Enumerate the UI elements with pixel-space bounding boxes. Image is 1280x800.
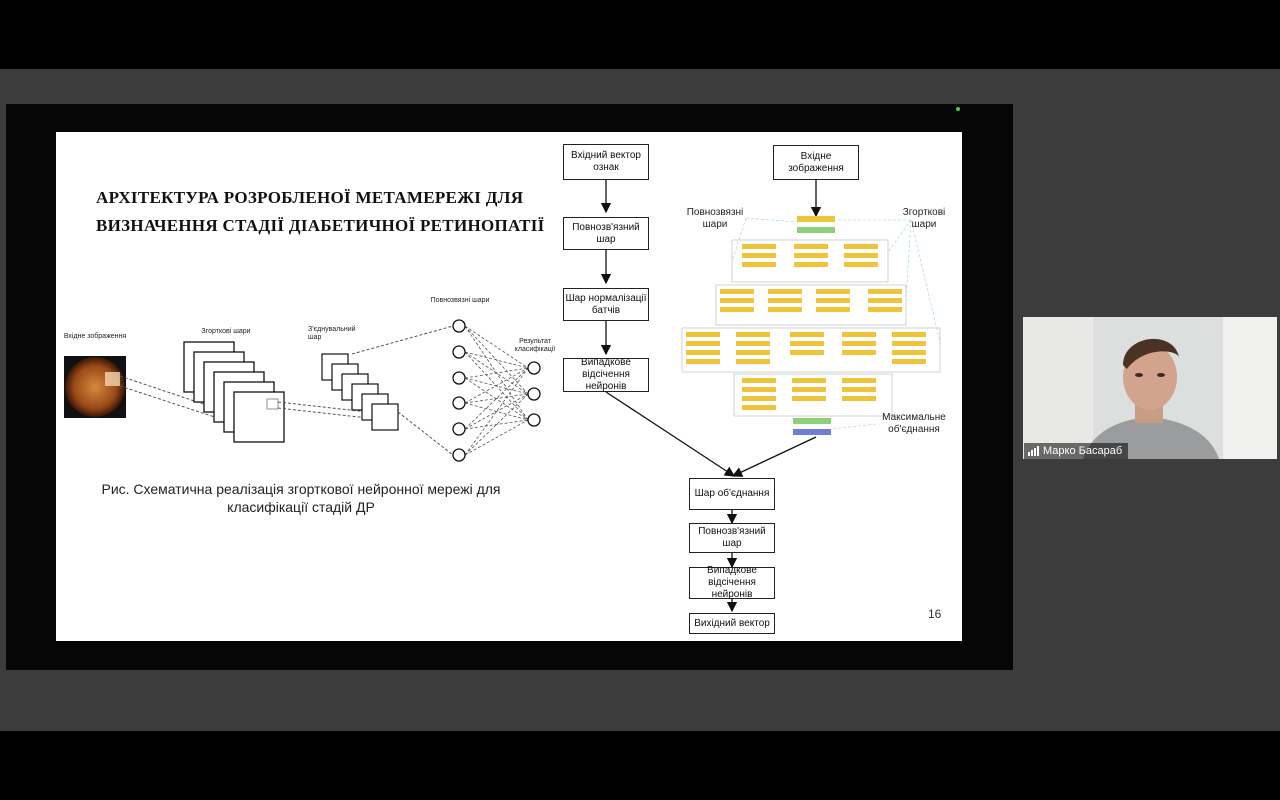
presentation-slide: АРХІТЕКТУРА РОЗРОБЛЕНОЇ МЕТАМЕРЕЖІ ДЛЯ В… <box>56 132 962 641</box>
active-speaker-indicator <box>956 107 960 111</box>
dropout-box-1: Випадкове відсічення нейронів <box>563 357 649 392</box>
conv-block <box>790 350 824 355</box>
dropout-box-2: Випадкове відсічення нейронів <box>689 565 775 600</box>
join-layer-label: З'єднувальний шар <box>308 326 356 341</box>
bottom-bar <box>0 731 1280 800</box>
conv-block <box>842 378 876 383</box>
conv-block <box>736 332 770 337</box>
conv-block <box>686 359 720 364</box>
fc-layers-label: Повнозвязні шари <box>430 297 490 304</box>
flow-arrows <box>600 180 822 613</box>
conv-block <box>686 332 720 337</box>
conv-block <box>868 289 902 294</box>
conv-block <box>892 332 926 337</box>
figure-caption: Рис. Схематична реалізація згорткової не… <box>96 480 506 516</box>
slide-title: АРХІТЕКТУРА РОЗРОБЛЕНОЇ МЕТАМЕРЕЖІ ДЛЯ В… <box>96 184 566 240</box>
conv-block <box>816 307 850 312</box>
conv-block <box>794 253 828 258</box>
participant-name: Марко Басараб <box>1043 445 1123 457</box>
blue-block-bottom <box>793 429 831 435</box>
inception-network <box>681 216 941 435</box>
retina-image <box>65 357 125 417</box>
conv-block <box>842 332 876 337</box>
conv-layer-stack <box>183 341 285 443</box>
input-vector-box: Вхідний вектор ознак <box>563 144 649 180</box>
conv-block <box>792 387 826 392</box>
conv-block <box>742 405 776 410</box>
conv-block <box>768 298 802 303</box>
conv-block <box>892 359 926 364</box>
caption-line-1: Рис. Схематична реалізація згорткової не… <box>101 481 501 497</box>
conv-block <box>892 341 926 346</box>
cnn-schematic <box>64 319 541 462</box>
diagram-canvas <box>64 180 941 613</box>
conv-block <box>720 307 754 312</box>
input-image-label: Вхідне зображення <box>63 333 127 340</box>
conv-block <box>742 396 776 401</box>
participant-video <box>1023 317 1277 459</box>
conv-layers-label: Згорткові шари <box>201 328 251 335</box>
conv-block <box>686 350 720 355</box>
fc-layers-annotation: Повнозвязні шари <box>686 207 744 230</box>
result-label: Результат класифікації <box>514 338 556 353</box>
fc-layer-box-2: Повнозв'язний шар <box>689 523 775 553</box>
green-block-bottom <box>793 418 831 424</box>
conv-block <box>816 289 850 294</box>
conv-blocks <box>686 244 926 410</box>
maxpool-annotation: Максимальне об'єднання <box>882 412 946 435</box>
output-neurons <box>527 361 541 427</box>
conv-block <box>892 350 926 355</box>
conv-block <box>792 378 826 383</box>
conv-block <box>742 244 776 249</box>
fc-layer-box-1: Повнозв'язний шар <box>563 217 649 250</box>
join-layer-stack <box>321 353 399 431</box>
input-patch <box>105 372 120 386</box>
conv-block <box>868 307 902 312</box>
conv-block <box>736 341 770 346</box>
conv-block <box>720 289 754 294</box>
conv-block <box>790 341 824 346</box>
conv-block <box>742 262 776 267</box>
conv-block <box>742 253 776 258</box>
participant-name-tag: Марко Басараб <box>1024 443 1129 459</box>
conv-block <box>720 298 754 303</box>
input-image-box: Вхідне зображення <box>773 145 859 180</box>
conv-block <box>742 387 776 392</box>
conv-block <box>842 350 876 355</box>
conv-block <box>797 216 835 222</box>
fc-connections <box>464 325 529 456</box>
conv-layers-annotation: Згорткові шари <box>902 207 946 230</box>
conv-block <box>736 350 770 355</box>
conv-block <box>816 298 850 303</box>
slide-page-number: 16 <box>928 607 942 621</box>
output-vector-box: Вихідний вектор <box>689 613 775 634</box>
conv-block <box>768 307 802 312</box>
signal-strength-icon <box>1028 446 1039 456</box>
conv-block <box>844 244 878 249</box>
conv-block <box>736 359 770 364</box>
top-bar <box>0 0 1280 69</box>
conv-block <box>792 396 826 401</box>
conv-block <box>742 378 776 383</box>
caption-line-2: класифікації стадій ДР <box>227 499 375 515</box>
conv-block <box>842 387 876 392</box>
conv-block <box>868 298 902 303</box>
conv-block <box>794 244 828 249</box>
conv-block <box>842 396 876 401</box>
conv-block <box>686 341 720 346</box>
conv-block <box>794 262 828 267</box>
slide-title-line-1: АРХІТЕКТУРА РОЗРОБЛЕНОЇ МЕТАМЕРЕЖІ ДЛЯ <box>96 188 524 207</box>
conv-block <box>842 341 876 346</box>
batchnorm-box: Шар нормалізації батчів <box>563 288 649 321</box>
merge-layer-box: Шар об'єднання <box>689 478 775 510</box>
slide-title-line-2: ВИЗНАЧЕННЯ СТАДІЇ ДІАБЕТИЧНОЇ РЕТИНОПАТІ… <box>96 216 545 235</box>
fc-neurons <box>452 319 466 462</box>
conv-block <box>844 253 878 258</box>
annotation-leaders <box>731 217 941 430</box>
conv-block <box>768 289 802 294</box>
green-block <box>797 227 835 233</box>
participant-video-tile[interactable] <box>1023 317 1277 459</box>
conv-block <box>844 262 878 267</box>
conv-block <box>790 332 824 337</box>
